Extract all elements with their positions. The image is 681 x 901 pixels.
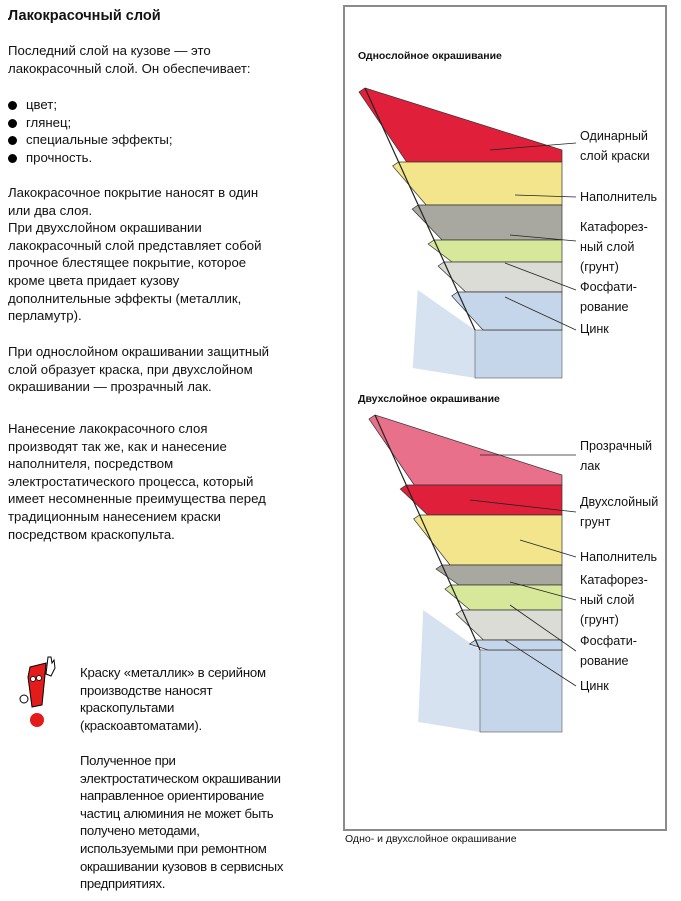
single-leader-line-1 [514, 194, 577, 198]
single-layer-3 [427, 239, 563, 263]
list-item-text: глянец; [26, 114, 72, 130]
single-layer-title: Однослойное окрашивание [358, 50, 502, 62]
double-layer-1 [399, 484, 563, 516]
single-steel-side [412, 290, 475, 378]
figure-caption: Одно- и двухслойное окрашивание [345, 833, 517, 845]
label-double-filler: Наполнитель [580, 550, 658, 564]
bullet-icon [8, 136, 17, 146]
double-layer-2 [413, 514, 563, 566]
double-leader-line-2 [519, 539, 577, 558]
double-leader-line-5 [504, 639, 577, 687]
double-layer-title: Двухслойное окрашивание [358, 393, 500, 405]
double-layer-4 [444, 584, 563, 611]
label-single-filler: Наполнитель [580, 190, 658, 204]
double-edge-line [374, 414, 481, 651]
double-layer-5 [455, 609, 563, 641]
double-steel-block [479, 649, 563, 733]
properties-list: цвет; глянец; специальные эффекты; прочн… [8, 96, 173, 166]
single-layer-4 [437, 261, 563, 293]
list-item: специальные эффекты; [8, 131, 173, 149]
double-leader-line-4 [509, 604, 577, 652]
list-item: глянец; [8, 114, 173, 132]
figure-frame [343, 5, 667, 831]
single-layer-1 [392, 161, 563, 206]
single-steel-block [474, 329, 563, 379]
paragraph: Лакокрасочное покрытие наносят в один ил… [8, 185, 262, 324]
label-double-zinc: Цинк [580, 679, 609, 693]
list-item-text: специальные эффекты; [26, 132, 173, 148]
label-double-cataphoresis: Катафорез- ный слой (грунт) [580, 573, 648, 627]
note-paragraph: Краску «металлик» в серийном производств… [80, 665, 266, 733]
list-item: прочность. [8, 149, 173, 167]
single-leader-line-0 [489, 142, 577, 151]
list-item-text: цвет; [26, 97, 58, 112]
exclamation-mascot-icon [18, 655, 58, 730]
list-item: цвет; [8, 96, 173, 114]
single-leader-line-2 [509, 234, 577, 242]
page-title: Лакокрасочный слой [8, 8, 161, 24]
bullet-icon [8, 101, 17, 110]
label-single-phosphate: Фосфати- рование [580, 280, 637, 314]
bullet-icon [8, 153, 17, 163]
single-layer-2 [411, 204, 563, 241]
double-layer-3 [435, 564, 563, 586]
double-leader-line-3 [509, 581, 577, 601]
double-leader-line-1 [469, 499, 577, 513]
double-steel-side [418, 610, 480, 732]
label-double-phosphate: Фосфати- рование [580, 634, 637, 668]
label-single-zinc: Цинк [580, 322, 609, 336]
bullet-icon [8, 118, 17, 128]
double-layer-0 [368, 414, 563, 486]
single-layer-5 [451, 291, 563, 331]
single-layer-0 [358, 87, 563, 163]
label-single-cataphoresis: Катафорез- ный слой (грунт) [580, 220, 648, 274]
list-item-text: прочность. [26, 149, 93, 165]
single-leader-line-3 [504, 262, 577, 291]
paragraph: Нанесение лакокрасочного слоя производят… [8, 421, 266, 542]
intro-text: Последний слой на кузове — это лакокрасо… [8, 43, 251, 76]
label-double-clearcoat: Прозрачный лак [580, 439, 653, 473]
single-edge-line [364, 87, 476, 331]
single-leader-line-4 [504, 296, 577, 331]
label-single-paint: Одинарный слой краски [580, 129, 650, 163]
paragraph: При однослойном окрашивании защитный сло… [8, 344, 270, 395]
double-layer-6 [468, 639, 563, 651]
note-paragraph: Полученное при электростатическом окраши… [80, 753, 284, 892]
label-double-basecoat: Двухслойный грунт [580, 495, 659, 529]
